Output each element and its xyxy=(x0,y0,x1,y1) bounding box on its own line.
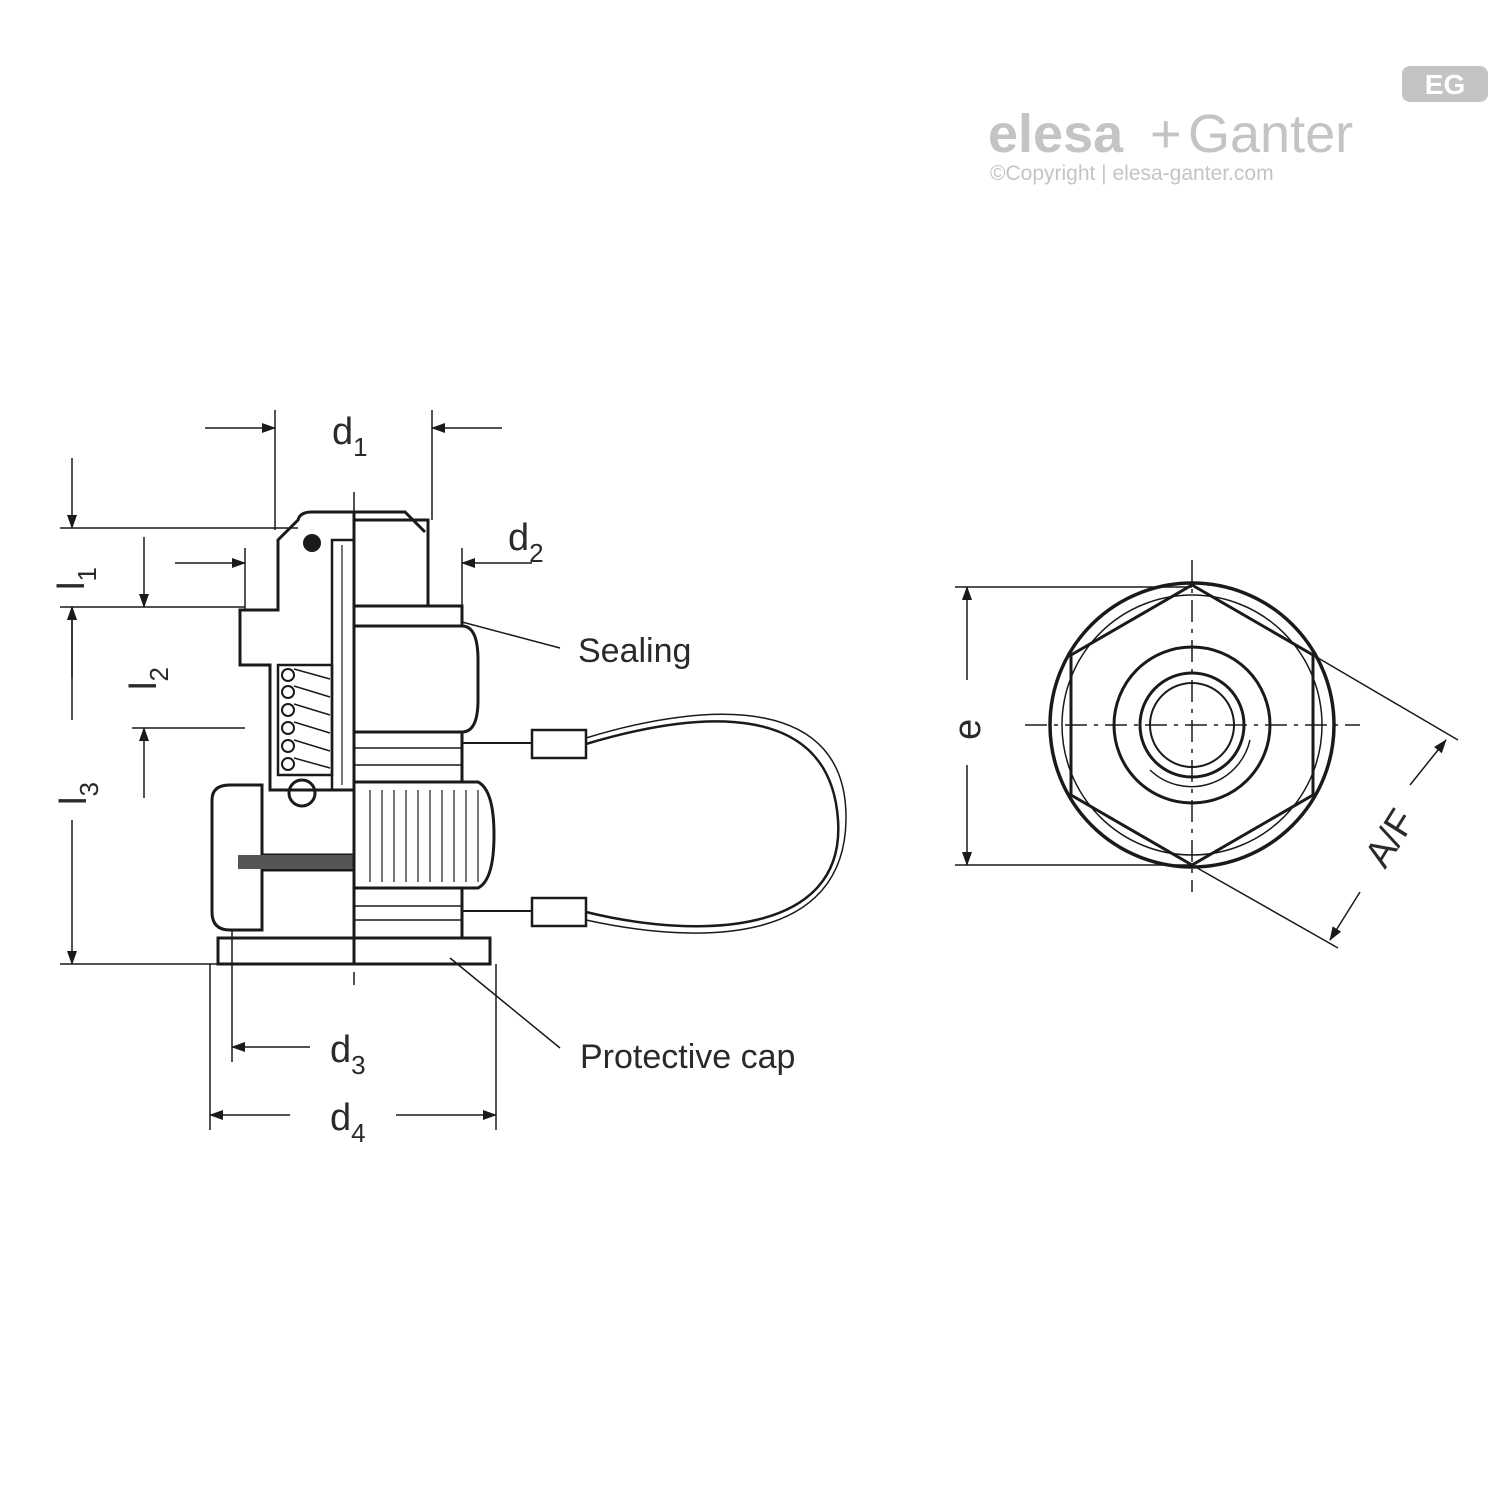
l2-label: l2 xyxy=(123,667,174,690)
l3-label: l3 xyxy=(53,782,104,805)
knurled-nut xyxy=(352,780,496,890)
ball-detent xyxy=(303,534,321,552)
collar xyxy=(352,624,480,734)
d4-label: d4 xyxy=(330,1097,366,1148)
side-section-view: d1 d2 l1 l2 l3 d3 d4 Seal xyxy=(51,410,847,1148)
af-ext-top xyxy=(1312,654,1459,741)
bore-circle xyxy=(1149,682,1235,768)
cap-body xyxy=(352,886,464,940)
thread-arc xyxy=(1149,739,1251,788)
d1-label: d1 xyxy=(332,411,368,462)
retaining-ball xyxy=(287,778,317,808)
logo-brand-plus: + xyxy=(1150,104,1182,164)
sealing-ring xyxy=(352,604,464,628)
af-arrow-bottom xyxy=(1329,891,1361,941)
spring-cavity xyxy=(276,663,334,777)
cable-ferrule-bottom xyxy=(530,896,588,928)
protective-cap-leader xyxy=(449,957,561,1049)
tether-cable xyxy=(462,713,847,934)
inner-bore xyxy=(330,538,356,792)
cap-base-section xyxy=(216,936,356,966)
shank xyxy=(352,730,464,784)
sealing-leader xyxy=(461,621,561,649)
logo-badge xyxy=(1402,66,1488,102)
spring xyxy=(281,668,331,771)
cap-base xyxy=(352,936,492,966)
l1-label: l1 xyxy=(51,567,102,590)
end-view: e A/F xyxy=(947,560,1459,949)
brand-logo: EG elesa + Ganter ©Copyright | elesa-gan… xyxy=(988,66,1488,185)
logo-brand-left: elesa xyxy=(988,104,1124,164)
logo-brand-right: Ganter xyxy=(1188,104,1353,164)
logo-badge-text: EG xyxy=(1425,69,1465,100)
middle-circle xyxy=(1112,645,1272,805)
e-label: e xyxy=(947,719,989,740)
af-ext-bottom xyxy=(1191,864,1339,949)
d3-label: d3 xyxy=(330,1029,366,1080)
body-section xyxy=(238,510,356,792)
nozzle-tip xyxy=(352,518,430,608)
hex-seal-section xyxy=(210,783,356,932)
cable-ferrule-top xyxy=(530,728,588,760)
outer-circle xyxy=(1048,581,1336,869)
af-arrow-top xyxy=(1409,739,1447,786)
logo-copyright: ©Copyright | elesa-ganter.com xyxy=(990,162,1274,185)
nozzle-top xyxy=(354,510,427,534)
inner-circle xyxy=(1138,671,1246,779)
outer-circle-inner xyxy=(1061,594,1323,856)
d2-label: d2 xyxy=(508,517,544,568)
cable-loop xyxy=(585,720,840,928)
protective-cap-label: Protective cap xyxy=(580,1038,795,1076)
o-ring xyxy=(238,855,354,869)
af-label: A/F xyxy=(1357,802,1424,874)
sealing-label: Sealing xyxy=(578,632,691,670)
